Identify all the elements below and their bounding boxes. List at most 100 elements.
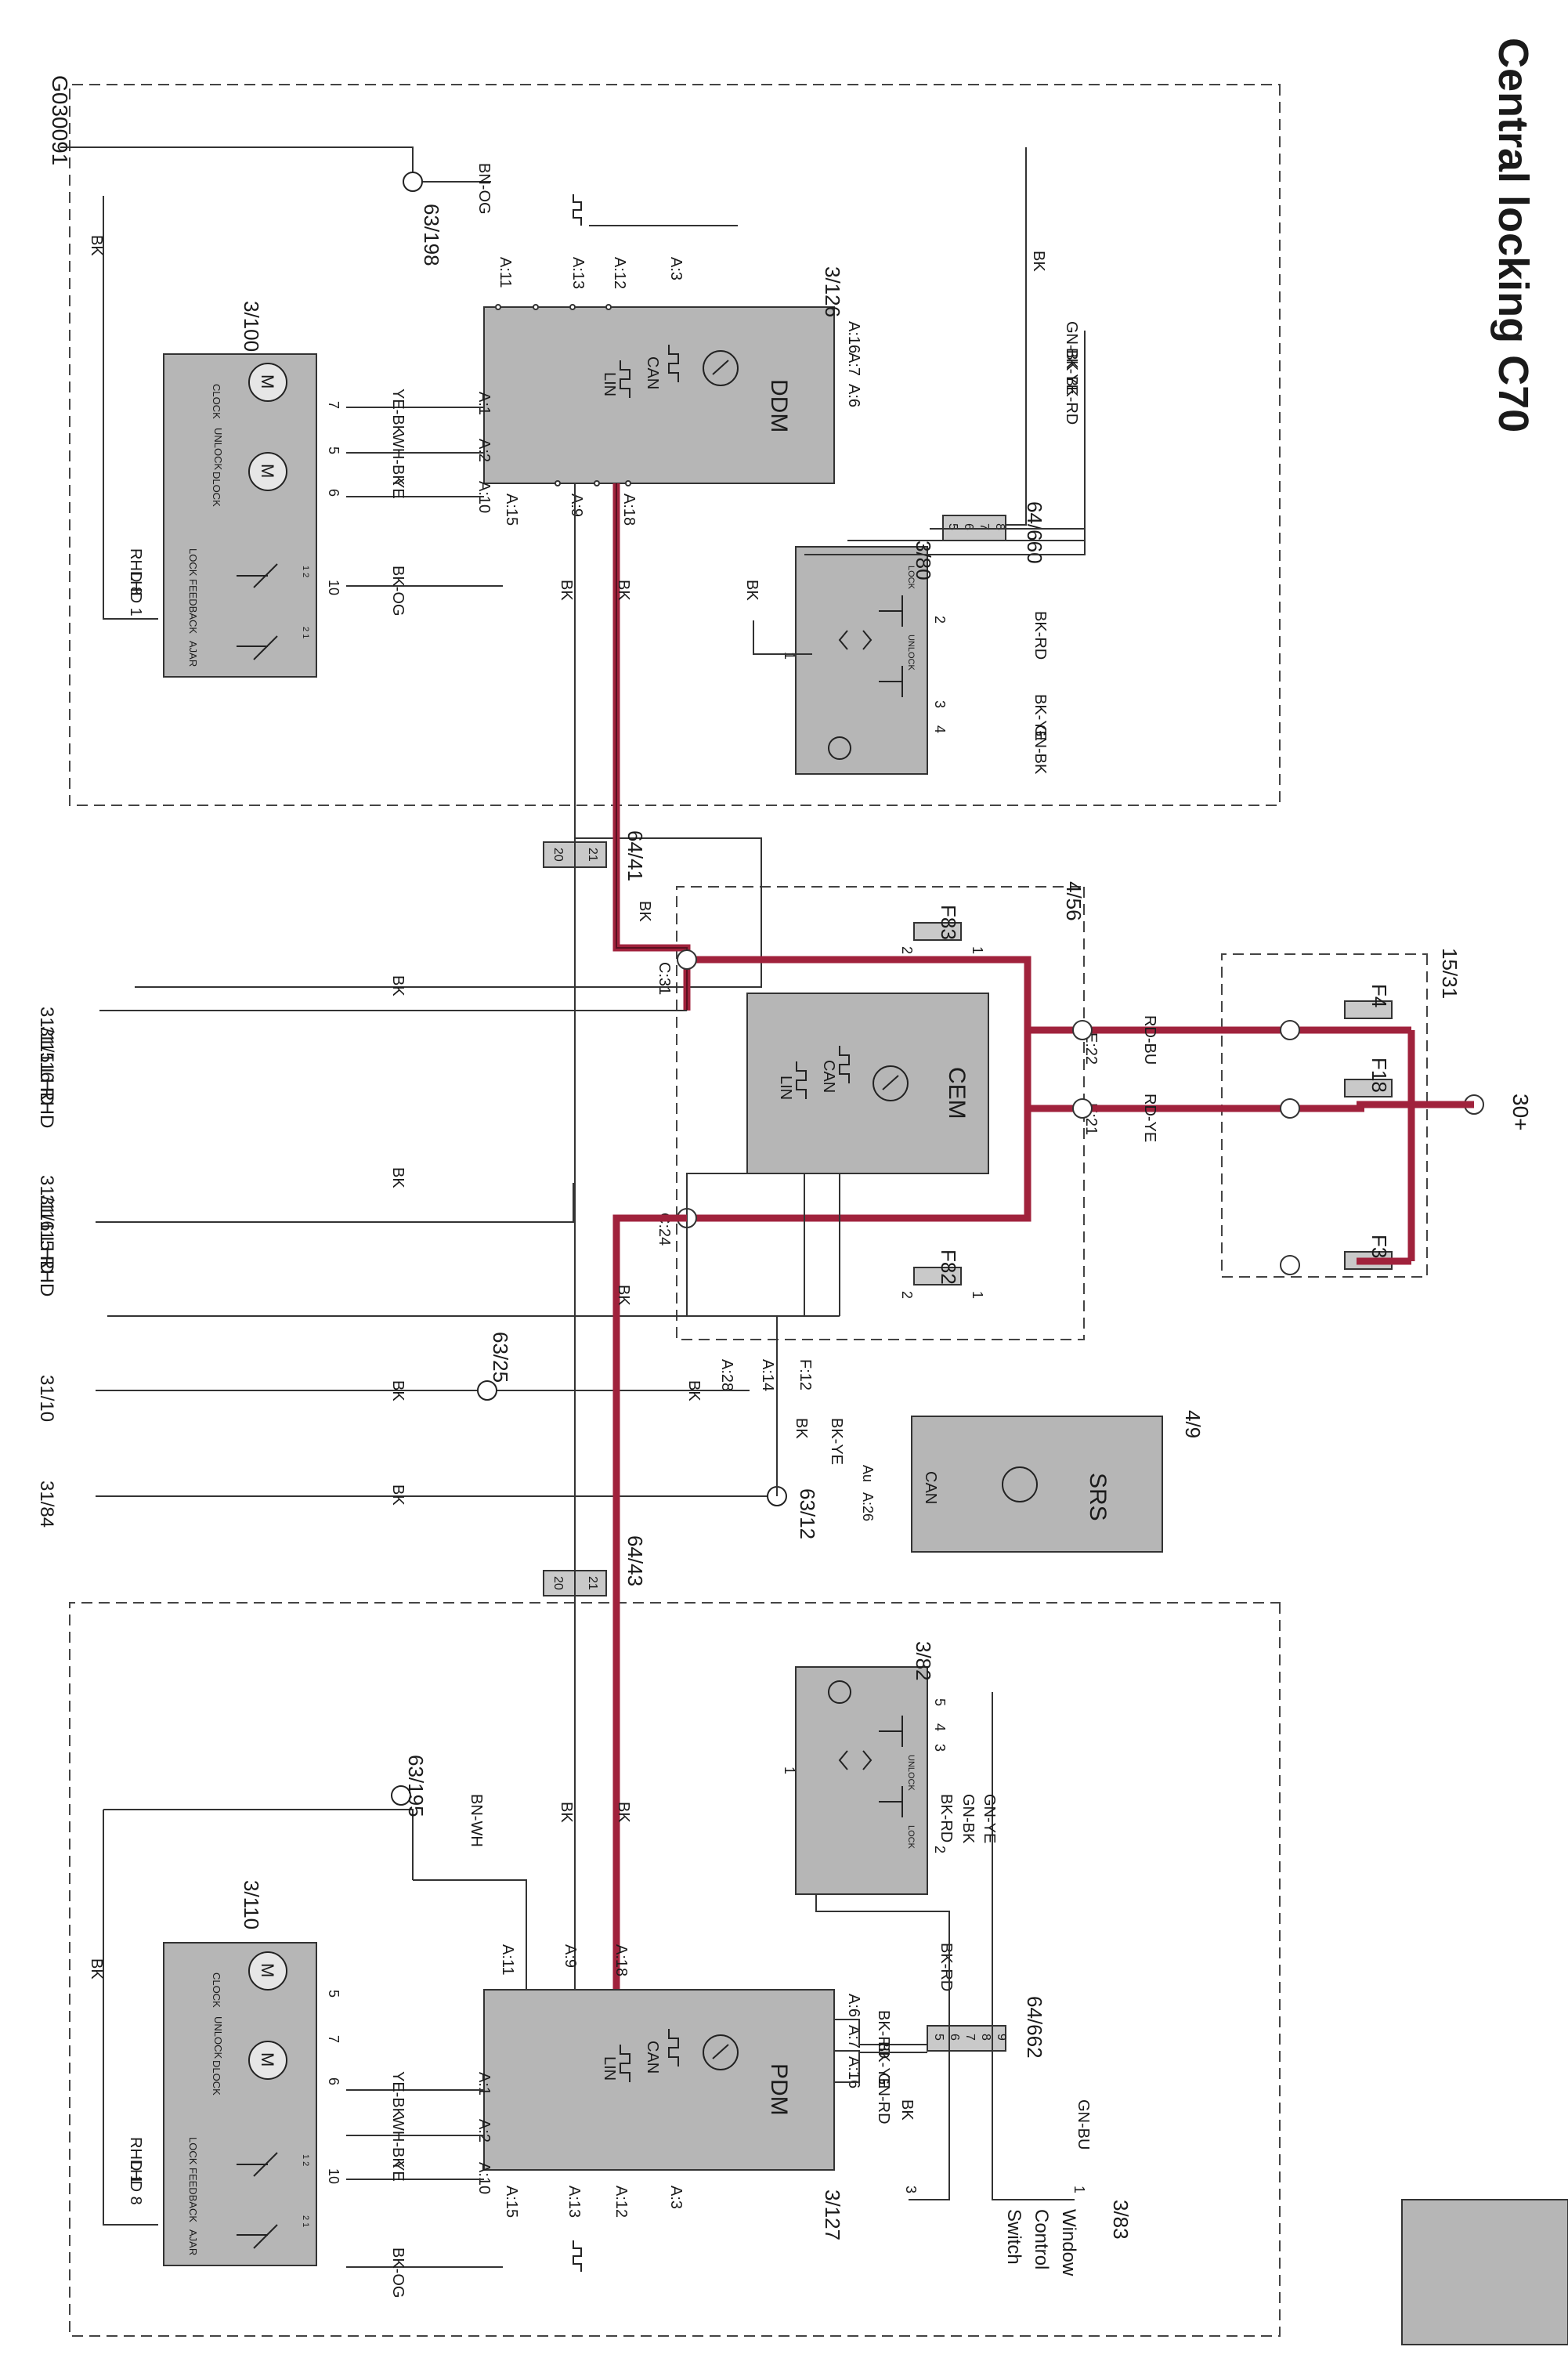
wire-label-ye: YE bbox=[389, 478, 406, 499]
passenger-lock-unit: 3/110 CLOCK UNLOCK DLOCK LOCK FEEDBACK A… bbox=[163, 1880, 341, 2266]
ground-31-10: 31/10 bbox=[36, 1375, 57, 1422]
wire-label-bk-rd-4: BK-RD bbox=[938, 1943, 955, 1991]
fuse-f82: F82 bbox=[913, 1249, 962, 1285]
wire-bk-660-feed bbox=[1006, 147, 1027, 526]
srs-pin-a26: A:26 bbox=[860, 1492, 876, 1521]
driver-lock-unit: 3/100 CLOCK UNLOCK DLOCK LOCK FEEDBACK A… bbox=[163, 301, 341, 678]
driver-lock-ajar: AJAR bbox=[187, 641, 199, 667]
pdm-controller-arrow bbox=[712, 2044, 729, 2059]
ddm-pin-a16: A:16 bbox=[845, 321, 862, 353]
ddm-label: DDM bbox=[766, 379, 792, 432]
fuse-f83-pin-1: 1 bbox=[970, 946, 985, 954]
wire-label-bk-rd-pdm: BK-RD bbox=[875, 2010, 892, 2059]
connector-64-41-ref: 64/41 bbox=[623, 830, 647, 881]
wire-label-ye-p: YE bbox=[389, 2161, 406, 2182]
ddm-controller-arrow bbox=[712, 360, 729, 375]
pdm-lin-stub-icon bbox=[573, 2240, 582, 2272]
passenger-rhd-label: RHD 1 bbox=[127, 2137, 144, 2184]
pdm-pin-a2: A:2 bbox=[475, 2119, 493, 2142]
connector-64-41-pin-20: 20 bbox=[551, 848, 565, 862]
wire-label-bk-ye-2: BK-YE bbox=[1031, 694, 1049, 741]
switch-3-80-pin-2: 2 bbox=[932, 616, 948, 624]
wire-gn-rd-pdm bbox=[834, 2051, 860, 2083]
ground-31-116-rhd: 31/116 RHD bbox=[36, 1026, 57, 1128]
connector-64-662-pin-7: 7 bbox=[963, 2034, 977, 2041]
wire-label-bk-rd-3: BK-RD bbox=[938, 1794, 955, 1842]
driver-lock-switch-icon bbox=[237, 563, 278, 660]
cem-pin-f12: F:12 bbox=[797, 1359, 814, 1390]
pdm-lin-label: LIN bbox=[601, 2056, 618, 2081]
wire-label-ye-bk-p: YE-BK bbox=[389, 2071, 406, 2119]
splice-63-198-ref: 63/198 bbox=[420, 204, 443, 266]
wire-label-bk-15: BK bbox=[615, 1802, 632, 1823]
srs-module: SRS 4/9 CAN Au A:26 bbox=[860, 1410, 1205, 1553]
fuse-f18-label: F18 bbox=[1367, 1058, 1391, 1093]
switch-3-82-symbol-icon bbox=[838, 1716, 903, 1817]
wire-bk-rd-pdm bbox=[834, 2019, 927, 2045]
wire-label-bk-ye-3: BK-YE bbox=[828, 1418, 845, 1465]
cem-can-bus-icon bbox=[839, 1046, 850, 1083]
wire-label-ye-bk: YE-BK bbox=[389, 389, 406, 436]
ground-31-115-rhd: 31/115 RHD bbox=[36, 1195, 57, 1296]
connector-64-660-pin-8: 8 bbox=[993, 523, 1006, 530]
switch-3-82-pin-2: 2 bbox=[932, 1846, 948, 1853]
switch-3-82-ref: 3/82 bbox=[912, 1641, 935, 1681]
connector-64-43-pin-21: 21 bbox=[586, 1576, 599, 1590]
wire-label-bk-10: BK bbox=[685, 1380, 703, 1401]
srs-ref: 4/9 bbox=[1181, 1410, 1205, 1438]
splice-63-195-icon bbox=[391, 1785, 411, 1806]
passenger-lock-switch-3-82: 3/82 UNLOCK LOCK 5 4 3 1 2 bbox=[782, 1641, 948, 1895]
splice-63-12-ref: 63/12 bbox=[796, 1488, 819, 1539]
wire-bk-window bbox=[909, 2026, 950, 2200]
connector-64-660-pin-6: 6 bbox=[962, 523, 975, 530]
splice-63-25-icon bbox=[477, 1380, 497, 1401]
switch-3-80-pin-4: 4 bbox=[932, 725, 948, 733]
ddm-pin-a12: A:12 bbox=[611, 257, 628, 289]
cem-can-label: CAN bbox=[820, 1060, 837, 1093]
ddm-pin-a15: A:15 bbox=[503, 494, 520, 526]
switch-3-80-pin-3: 3 bbox=[932, 700, 948, 708]
wire-label-bk-rd-1: BK-RD bbox=[1063, 376, 1080, 425]
cem-controller-icon bbox=[873, 1065, 909, 1101]
switch-3-80-lock: LOCK bbox=[906, 566, 916, 590]
window-switch-pin-3: 3 bbox=[903, 2186, 919, 2193]
fusebox-ref: 15/31 bbox=[1438, 948, 1461, 999]
wire-label-gn-rd: GN-RD bbox=[875, 2073, 892, 2124]
passenger-lock-switch-2: 2 1 bbox=[301, 2215, 310, 2227]
driver-lock-ref: 3/100 bbox=[240, 301, 263, 352]
window-switch-label-2: Control bbox=[1031, 2209, 1052, 2269]
passenger-lock-ajar: AJAR bbox=[187, 2229, 199, 2255]
wire-label-bk-14: BK bbox=[558, 1802, 575, 1823]
connector-64-41: 64/41 20 21 bbox=[543, 830, 647, 881]
wire-label-bk-11: BK bbox=[389, 1484, 406, 1506]
driver-motor-m1: M bbox=[258, 374, 277, 389]
switch-3-82-lock: LOCK bbox=[906, 1825, 916, 1850]
switch-3-80-led-icon bbox=[828, 736, 851, 760]
wire-label-bk-rd-2: BK-RD bbox=[1031, 611, 1049, 660]
power-wire-pdm bbox=[612, 1214, 687, 1990]
passenger-lhd-label: LHD 8 bbox=[127, 2161, 144, 2205]
wire-cem-a28 bbox=[686, 1173, 765, 1317]
wire-label-bk-5: BK bbox=[615, 580, 632, 601]
switch-3-80-pin-1: 1 bbox=[782, 652, 797, 660]
ddm-pin-a7: A:7 bbox=[845, 353, 862, 376]
passenger-dlock-motor-icon bbox=[248, 2041, 287, 2080]
driver-lhd-label: LHD 1 bbox=[127, 572, 144, 617]
cem-module: CEM 4/56 CAN LIN bbox=[746, 881, 1086, 1174]
diagram-id: G030091 bbox=[48, 75, 72, 165]
wire-label-bk-9: BK bbox=[389, 1380, 406, 1401]
passenger-lock-unlock: UNLOCK bbox=[212, 2016, 224, 2059]
connector-64-662-pin-8: 8 bbox=[979, 2034, 992, 2041]
wire-label-bk-16: BK bbox=[88, 1958, 105, 1980]
pdm-lin-bus-icon bbox=[620, 2045, 630, 2082]
wire-bk-rd bbox=[930, 384, 1086, 530]
wire-label-rd-ye: RD-YE bbox=[1141, 1094, 1158, 1142]
switch-3-82-pin-5: 5 bbox=[932, 1698, 948, 1706]
driver-lock-switch-3-80: 3/80 LOCK UNLOCK 1 2 3 4 bbox=[782, 541, 948, 775]
driver-dlock-motor-icon bbox=[248, 452, 287, 491]
driver-lock-switch-2: 2 1 bbox=[301, 627, 310, 638]
srs-controller-icon bbox=[1002, 1466, 1038, 1502]
pdm-ref: 3/127 bbox=[821, 2189, 844, 2240]
cem-pin-c31: C:31 bbox=[656, 962, 673, 995]
fuse-f18-terminal bbox=[1280, 1098, 1300, 1119]
